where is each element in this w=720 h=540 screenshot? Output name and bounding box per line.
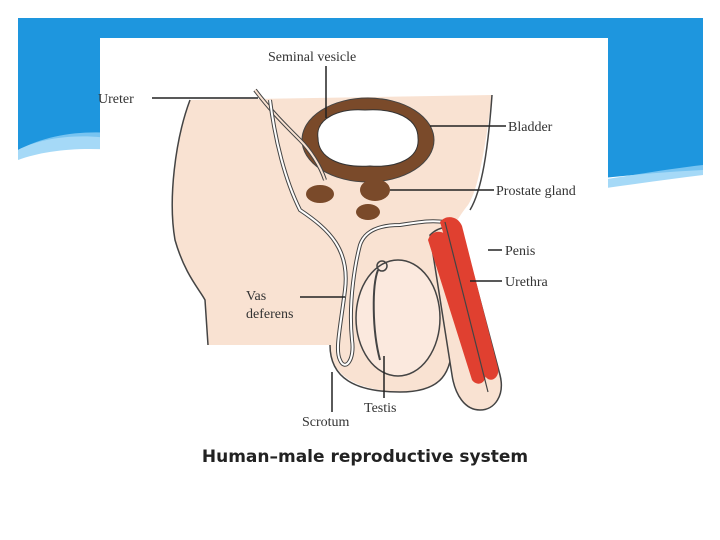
body-outline-right bbox=[469, 94, 493, 211]
label-vas-deferens-2: deferens bbox=[246, 307, 293, 322]
ureter-tube-inner bbox=[254, 89, 326, 181]
label-ureter: Ureter bbox=[98, 92, 134, 107]
vas-deferens-tube-inner bbox=[269, 99, 446, 366]
epididymis bbox=[372, 269, 381, 361]
testis-shape bbox=[355, 259, 441, 377]
label-urethra: Urethra bbox=[505, 275, 549, 290]
prostate-blob-lower bbox=[356, 204, 380, 220]
body-outline-left bbox=[171, 99, 209, 346]
leader-lines bbox=[152, 66, 506, 412]
label-penis: Penis bbox=[505, 244, 535, 259]
penis-body-1 bbox=[428, 231, 486, 384]
seminal-vesicle-blob bbox=[306, 185, 334, 203]
urethra-tube bbox=[444, 221, 489, 393]
prostate-blob bbox=[360, 179, 390, 201]
label-scrotum: Scrotum bbox=[302, 415, 350, 430]
epididymis-coil bbox=[376, 260, 388, 272]
diagram-caption: Human–male reproductive system bbox=[201, 447, 529, 467]
bladder-lumen bbox=[317, 109, 419, 167]
label-prostate-gland: Prostate gland bbox=[496, 184, 576, 199]
label-vas-deferens-1: Vas bbox=[246, 289, 266, 304]
label-testis: Testis bbox=[364, 401, 396, 416]
label-bladder: Bladder bbox=[508, 120, 553, 135]
label-seminal-vesicle: Seminal vesicle bbox=[268, 50, 356, 65]
